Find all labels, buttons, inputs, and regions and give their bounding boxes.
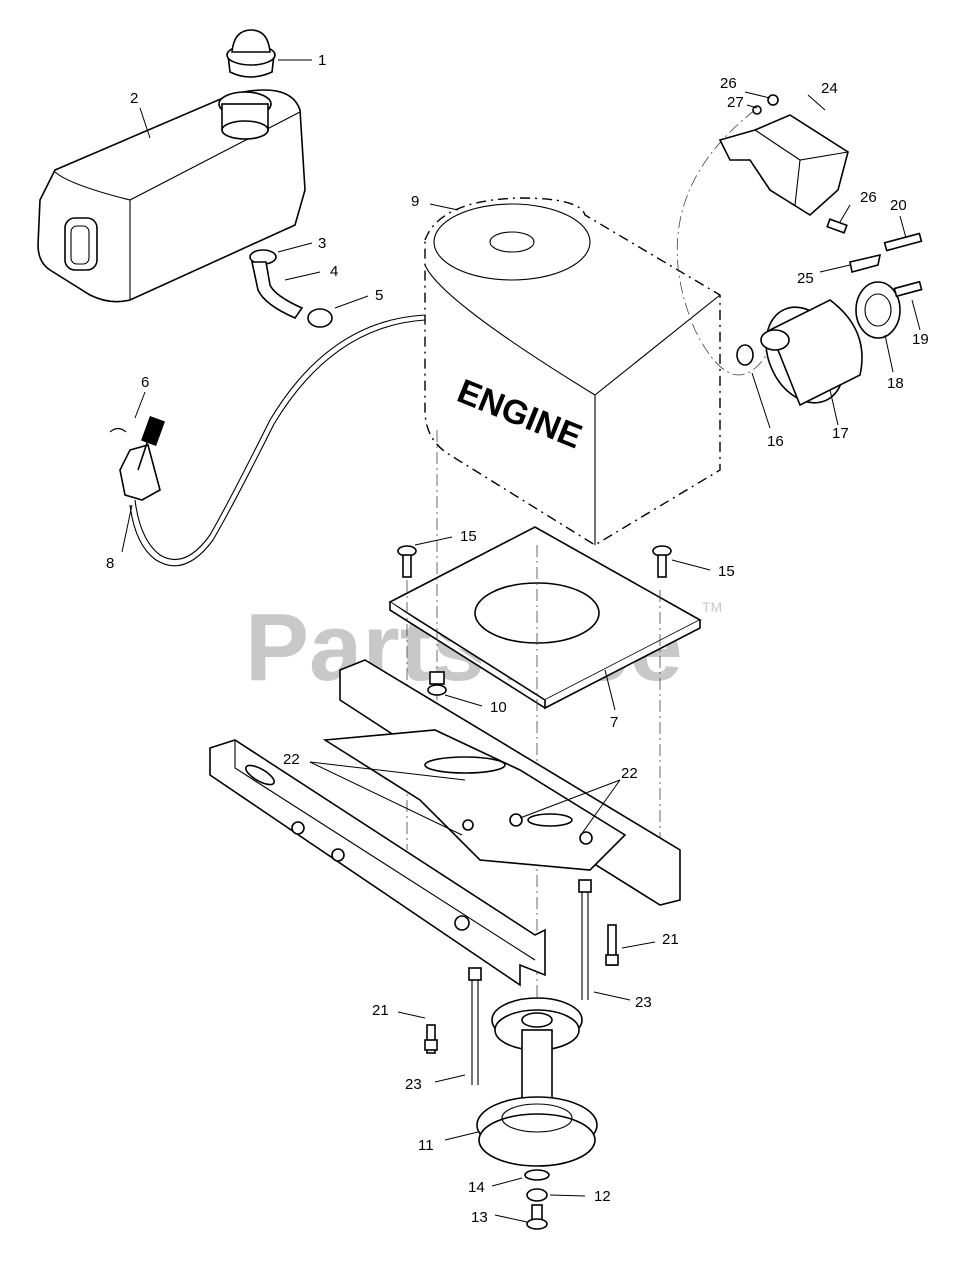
callout-13: 13 <box>471 1209 488 1226</box>
fuel-tank <box>37 89 306 303</box>
callout-5: 5 <box>375 287 383 304</box>
muffler-shield <box>718 94 849 234</box>
callout-11: 11 <box>418 1137 434 1154</box>
callout-6: 6 <box>141 374 149 391</box>
callout-labels: 1 2 3 4 5 6 7 8 9 10 11 12 13 14 15 15 1… <box>106 52 929 1226</box>
callout-25: 25 <box>797 270 814 287</box>
bolts-21-23 <box>424 879 619 1085</box>
callout-16: 16 <box>767 433 784 450</box>
callout-9: 9 <box>411 193 419 210</box>
gasket-16 <box>736 344 754 366</box>
callout-7: 7 <box>610 714 618 731</box>
engine-label: ENGINE <box>452 372 587 456</box>
watermark-trademark: TM <box>702 599 722 615</box>
throttle-cable <box>134 314 426 560</box>
callout-17: 17 <box>832 425 849 442</box>
chassis-frame <box>209 659 681 987</box>
callout-21-right: 21 <box>662 931 679 948</box>
callout-18: 18 <box>887 375 904 392</box>
callout-1: 1 <box>318 52 326 69</box>
callout-23-right: 23 <box>635 994 652 1011</box>
callout-20: 20 <box>890 197 907 214</box>
gasket-18 <box>855 281 901 339</box>
callout-27: 27 <box>727 94 744 111</box>
callout-26-bottom: 26 <box>860 189 877 206</box>
bolts-15 <box>397 545 672 578</box>
pulley-assembly <box>476 997 598 1167</box>
callout-12: 12 <box>594 1188 611 1205</box>
engine-block: ENGINE <box>424 197 721 546</box>
leader-lines <box>121 59 921 1223</box>
bolt-10 <box>427 671 447 696</box>
callout-22-left: 22 <box>283 751 300 768</box>
callout-26-top: 26 <box>720 75 737 92</box>
callout-15-left: 15 <box>460 528 477 545</box>
engine-mounting-plate <box>388 526 702 710</box>
callout-14: 14 <box>468 1179 485 1196</box>
fuel-cap <box>226 29 276 78</box>
callout-19: 19 <box>912 331 929 348</box>
fuel-hose <box>249 249 333 328</box>
muffler <box>736 281 901 407</box>
callout-4: 4 <box>330 263 338 280</box>
callout-2: 2 <box>130 90 138 107</box>
callout-21-left: 21 <box>372 1002 389 1019</box>
callout-8: 8 <box>106 555 114 572</box>
callout-24: 24 <box>821 80 838 97</box>
throttle-control <box>109 416 165 501</box>
callout-22-right: 22 <box>621 765 638 782</box>
callout-10: 10 <box>490 699 507 716</box>
callout-23-left: 23 <box>405 1076 422 1093</box>
callout-3: 3 <box>318 235 326 252</box>
hardware-stack <box>524 1169 550 1230</box>
callout-15-right: 15 <box>718 563 735 580</box>
muffler-bolts <box>849 232 923 298</box>
